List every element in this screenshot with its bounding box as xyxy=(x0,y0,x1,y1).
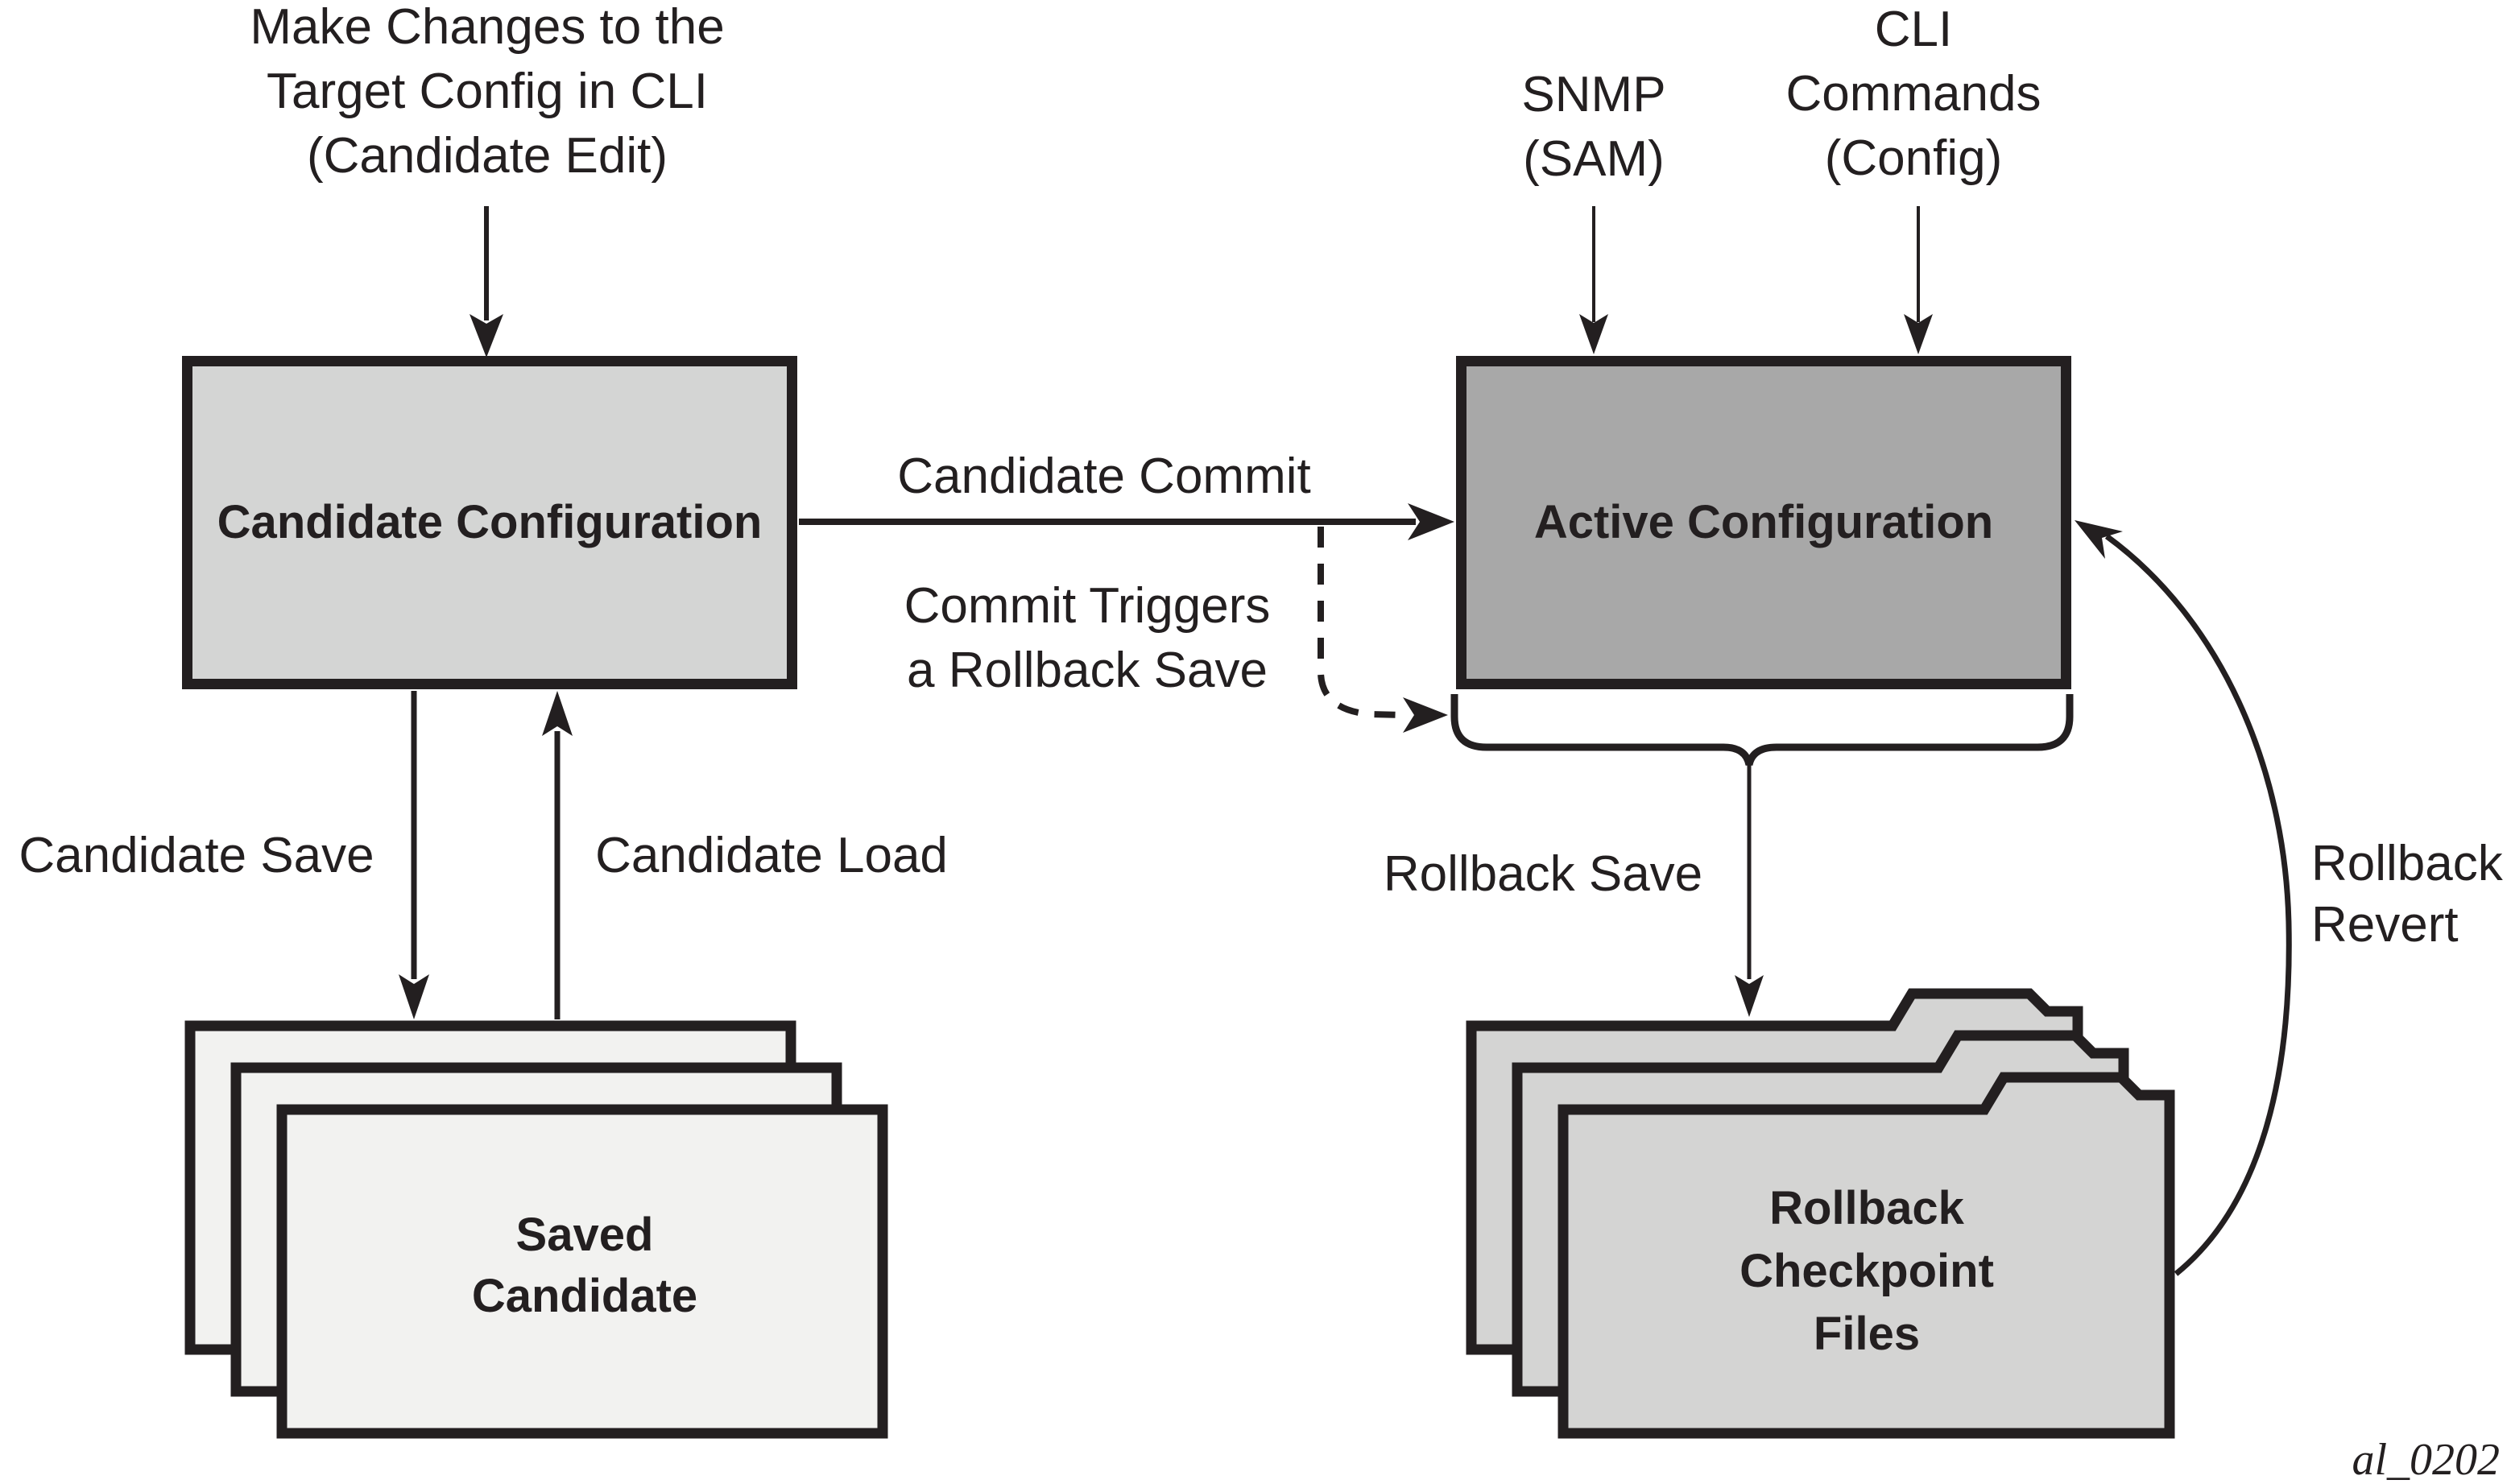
edge-label-rollback-revert: Rollback Revert xyxy=(2311,836,2503,953)
edge-label-candidate-load: Candidate Load xyxy=(595,828,948,883)
rollback-save-brace xyxy=(1450,694,2074,767)
figure-id: al_0202 xyxy=(2352,1435,2500,1484)
edge-label-rollback-save: Rollback Save xyxy=(1383,846,1703,902)
arrow-rollback-revert xyxy=(2075,520,2292,1276)
node-active-configuration: Active Configuration xyxy=(1456,356,2071,689)
arrow-candidate-load xyxy=(542,691,573,1019)
edge-label-candidate-save: Candidate Save xyxy=(19,828,374,883)
node-rollback-checkpoint-files-label: Rollback Checkpoint Files xyxy=(1739,1182,1994,1360)
node-saved-candidate-label: Saved Candidate xyxy=(471,1209,698,1322)
arrow-cli xyxy=(1904,206,1933,354)
node-candidate-configuration-label: Candidate Configuration xyxy=(217,496,763,548)
edge-label-candidate-commit: Candidate Commit xyxy=(897,449,1311,504)
label-cli-commands: CLI Commands (Config) xyxy=(1785,2,2041,186)
arrow-commit-triggers-dashed xyxy=(1318,527,1448,733)
label-snmp-sam: SNMP (SAM) xyxy=(1521,67,1666,187)
arrow-candidate-edit xyxy=(470,206,503,358)
edge-label-commit-triggers: Commit Triggers a Rollback Save xyxy=(904,578,1271,698)
note-candidate-edit: Make Changes to the Target Config in CLI… xyxy=(250,0,725,184)
arrow-snmp xyxy=(1579,206,1608,354)
arrow-rollback-save xyxy=(1735,765,1764,1017)
node-active-configuration-label: Active Configuration xyxy=(1533,496,1994,548)
node-candidate-configuration: Candidate Configuration xyxy=(182,356,797,689)
arrow-candidate-save xyxy=(399,691,429,1019)
